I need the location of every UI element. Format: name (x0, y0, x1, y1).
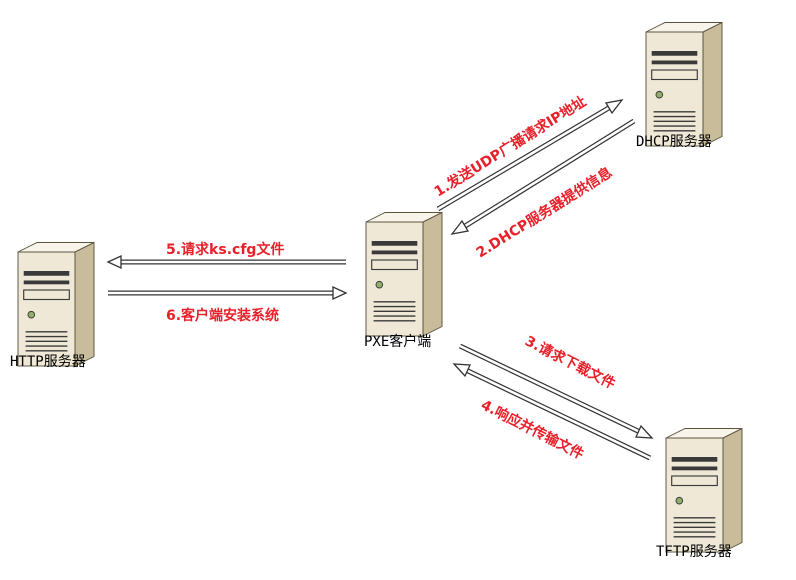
tftp-server-label: TFTP服务器 (656, 544, 732, 560)
server-icon-pxe (365, 211, 443, 337)
server-icon-http (17, 241, 95, 367)
edge-label-step6: 6.客户端安装系统 (166, 307, 279, 324)
http-server-label: HTTP服务器 (10, 354, 86, 370)
pxe-client-label: PXE客户端 (364, 333, 431, 350)
edge-label-step4: 4.响应并传输文件 (478, 396, 586, 462)
edge-label-step1: 1.发送UDP广播请求IP地址 (431, 93, 589, 201)
arrow-step6 (108, 285, 348, 301)
arrow-step1 (436, 99, 624, 212)
arrow-step5 (106, 254, 346, 270)
dhcp-server-label: DHCP服务器 (636, 134, 712, 150)
arrow-step4 (452, 363, 652, 461)
server-icon-tftp (665, 427, 743, 553)
arrow-step2 (450, 118, 636, 235)
server-icon-dhcp (645, 21, 723, 147)
arrow-step3 (458, 343, 654, 439)
edge-label-step5: 5.请求ks.cfg文件 (166, 241, 284, 258)
